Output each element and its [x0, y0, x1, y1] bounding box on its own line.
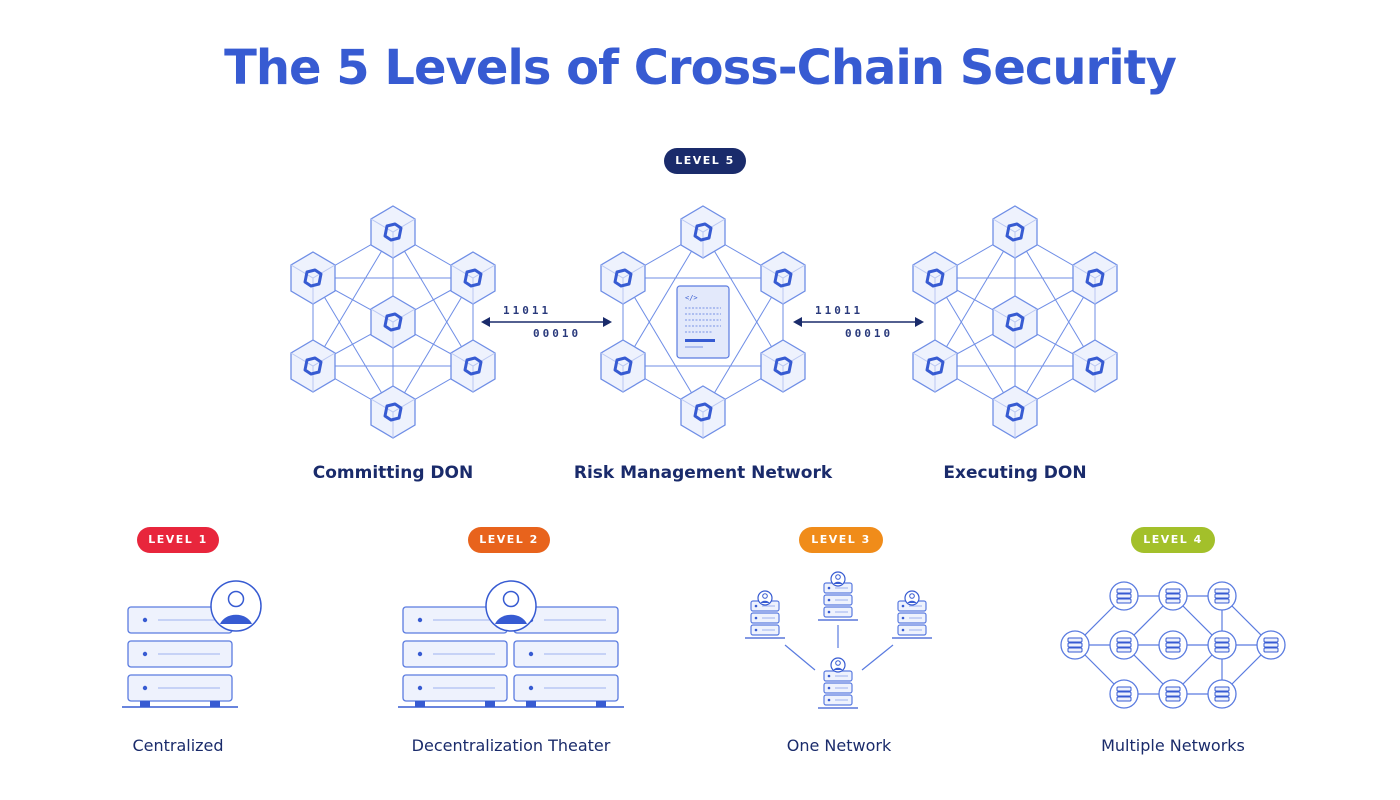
decentralization-theater-label: Decentralization Theater [411, 736, 611, 755]
executing-don-label: Executing DON [943, 463, 1087, 483]
level-1-badge: LEVEL 1 [137, 527, 219, 553]
bits-top-left: 11011 [503, 304, 551, 317]
one-network-illustration [745, 571, 932, 709]
multiple-networks-label: Multiple Networks [1101, 736, 1245, 755]
level-5-badge: LEVEL 5 [664, 148, 746, 174]
one-network-label: One Network [786, 736, 892, 755]
multiple-networks-illustration [1060, 581, 1286, 709]
bits-top-right: 11011 [815, 304, 863, 317]
user-avatar-icon [485, 580, 537, 632]
document-icon: </> [676, 285, 730, 359]
risk-management-network-label: Risk Management Network [573, 463, 833, 483]
svg-text:</>: </> [685, 294, 698, 302]
executing-don-network [911, 204, 1119, 440]
data-transfer-arrow-right: 11011 00010 [793, 304, 924, 340]
level-2-badge: LEVEL 2 [468, 527, 550, 553]
centralized-label: Centralized [132, 736, 224, 755]
centralized-illustration [122, 580, 262, 708]
risk-management-network: </> [599, 204, 807, 440]
user-avatar-icon [210, 580, 262, 632]
committing-don-label: Committing DON [312, 463, 474, 483]
level-4-badge: LEVEL 4 [1131, 527, 1215, 553]
bits-bottom-right: 00010 [845, 327, 893, 340]
decentralization-theater-illustration [398, 580, 624, 708]
bits-bottom-left: 00010 [533, 327, 581, 340]
data-transfer-arrow-left: 11011 00010 [481, 304, 612, 340]
level-3-badge: LEVEL 3 [799, 527, 883, 553]
page-title: The 5 Levels of Cross-Chain Security [224, 40, 1177, 96]
committing-don-network [289, 204, 497, 440]
